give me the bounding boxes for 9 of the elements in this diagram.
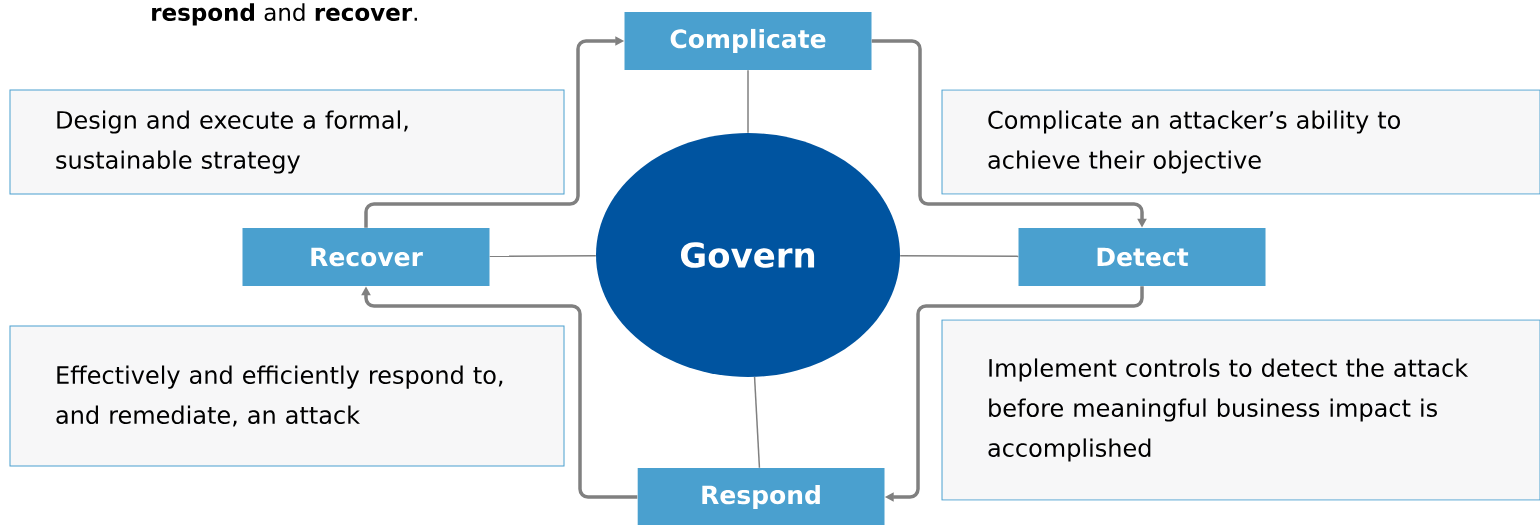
- description-box: Complicate an attacker’s ability to achieve their objective: [941, 89, 1540, 195]
- description-box: Implement controls to detect the attack before meaningful business impact is accomplished: [941, 319, 1540, 501]
- stage-box: Recover: [242, 228, 490, 286]
- description-box: Effectively and efficiently respond to, and remediate, an attack: [9, 325, 565, 467]
- heading-text: respond and recover.: [152, 3, 417, 26]
- stage-box: Respond: [637, 468, 885, 525]
- description-box: Design and execute a formal, sustainable strategy: [9, 89, 565, 195]
- stage-box: Complicate: [624, 12, 872, 70]
- stage-box: Detect: [1018, 228, 1266, 286]
